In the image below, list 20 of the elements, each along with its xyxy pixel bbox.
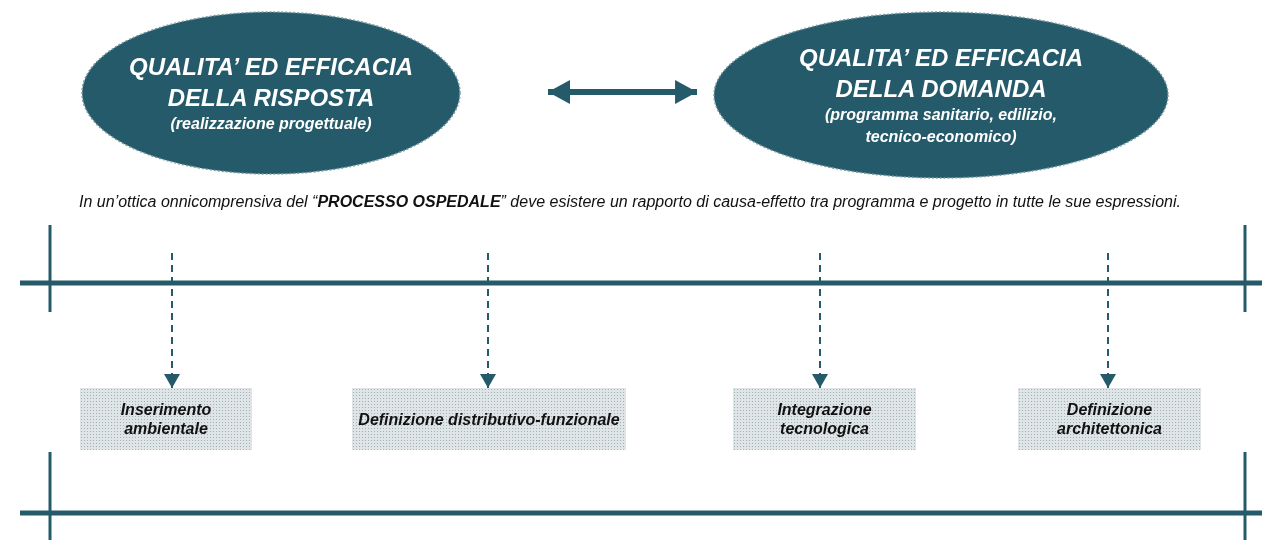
process-box <box>80 388 252 450</box>
ellipse-node <box>712 10 1170 180</box>
node-title: Definizione distributivo-funzionale <box>358 409 620 429</box>
arrow <box>812 252 828 389</box>
process-box <box>733 388 916 450</box>
node-subtitle: (realizzazione progettuale) <box>169 114 373 134</box>
node-title: QUALITA’ ED EFFICACIA DELLA RISPOSTA <box>128 52 414 113</box>
process-box <box>1018 388 1201 450</box>
note-text: In un’ottica onnicomprensiva del “PROCESSO OSPEDALE” deve esistere un rapporto di causa-effetto tra programma e progetto in tutte le sue espressioni. <box>78 192 1182 212</box>
node-subtitle: (programma sanitario, edilizio, tecnico-economico) <box>823 105 1058 147</box>
arrow <box>1100 252 1116 389</box>
arrow <box>480 252 496 389</box>
node-title: Inserimento ambientale <box>119 400 213 438</box>
node-title: Definizione architettonica <box>1056 400 1163 438</box>
node-title: QUALITA’ ED EFFICACIA DELLA DOMANDA <box>798 43 1084 104</box>
ellipse-node <box>80 10 462 176</box>
node-title: Integrazione tecnologica <box>776 400 873 438</box>
process-box <box>352 388 626 450</box>
arrow <box>548 80 698 104</box>
arrow <box>164 252 180 389</box>
